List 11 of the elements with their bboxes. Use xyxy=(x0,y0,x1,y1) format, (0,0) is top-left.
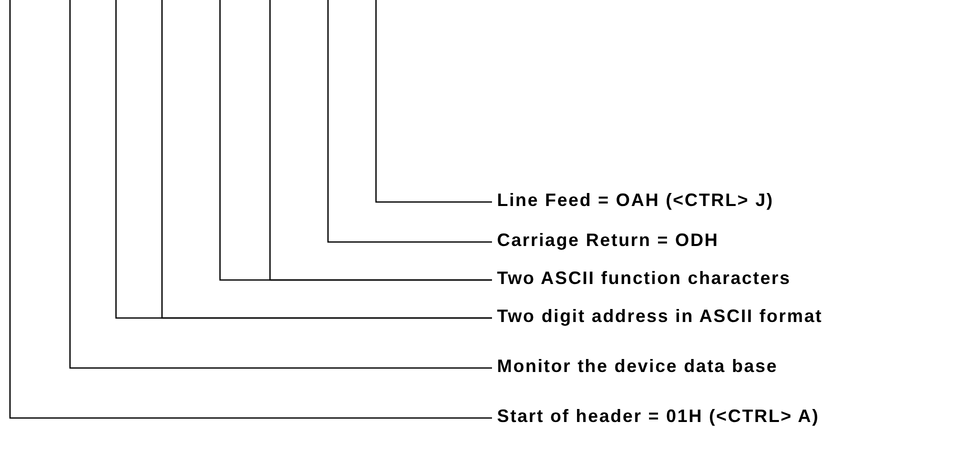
leader-line xyxy=(327,0,492,243)
leader-line xyxy=(375,0,492,203)
leader-line xyxy=(69,0,492,369)
leader-line xyxy=(9,0,492,419)
leader-label: Two digit address in ASCII format xyxy=(497,305,823,327)
leader-label: Start of header = 01H (<CTRL> A) xyxy=(497,405,820,427)
leader-label: Monitor the device data base xyxy=(497,355,778,377)
leader-label: Two ASCII function characters xyxy=(497,267,791,289)
leader-line xyxy=(269,0,492,281)
leader-label: Line Feed = OAH (<CTRL> J) xyxy=(497,189,774,211)
leader-label: Carriage Return = ODH xyxy=(497,229,719,251)
